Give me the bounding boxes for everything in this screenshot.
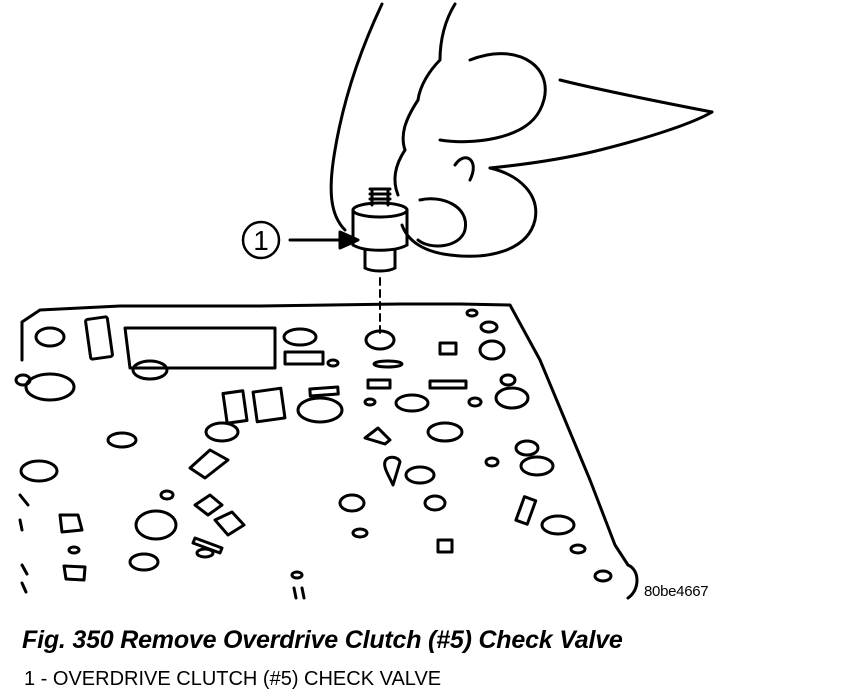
callout-arrow	[288, 230, 360, 250]
callout-marker	[241, 220, 281, 260]
valve-body-holes	[14, 308, 613, 600]
valve-body-plate	[20, 302, 639, 600]
legend-item: 1 - OVERDRIVE CLUTCH (#5) CHECK VALVE	[24, 668, 442, 690]
callout-number: 1	[253, 225, 269, 256]
figure-caption: Fig. 350 Remove Overdrive Clutch (#5) Ch…	[22, 626, 623, 654]
hand-illustration	[329, 2, 714, 258]
check-valve	[351, 187, 409, 273]
figure-reference-code: 80be4667	[644, 583, 709, 600]
